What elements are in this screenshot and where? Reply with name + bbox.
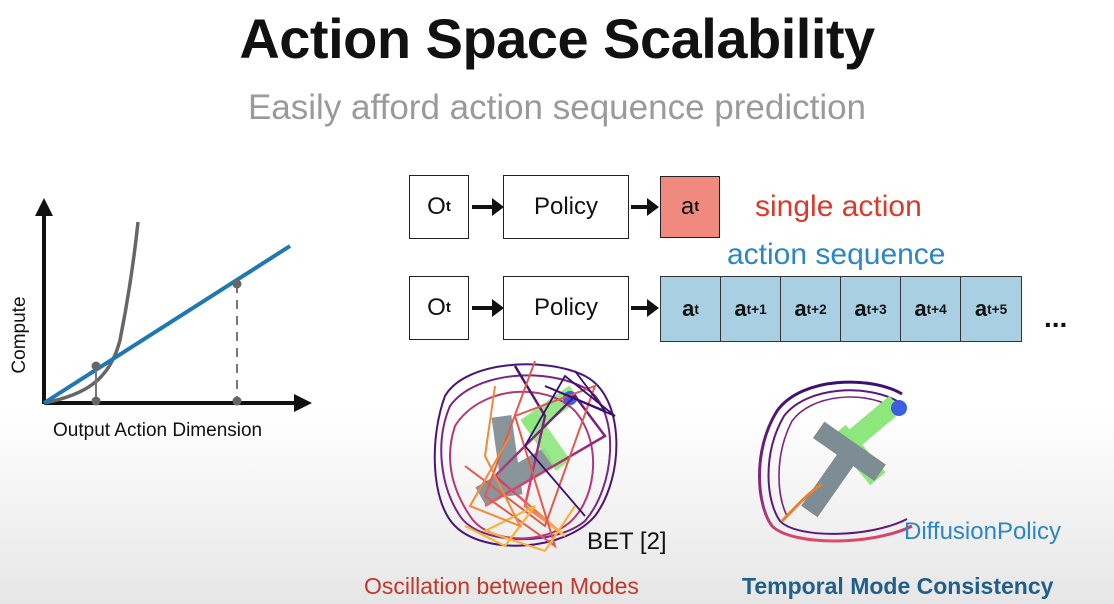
curve-marker — [91, 361, 101, 371]
bet-label: BET [2] — [587, 528, 667, 555]
bet-scribble-1 — [484, 365, 607, 537]
diffusion-caption: Temporal Mode Consistency — [742, 573, 1054, 599]
diffusion-gray-t-top — [812, 421, 886, 481]
bet-scribble-2 — [464, 360, 597, 549]
arrow-policy-to-sequence — [631, 299, 659, 317]
action-base: a — [680, 193, 695, 220]
seq-cell-sub: t+4 — [926, 301, 947, 317]
y-axis-arrowhead — [35, 198, 53, 216]
obs-sub: t — [445, 199, 451, 215]
chart-ylabel: Compute — [9, 296, 30, 374]
action-sequence-label: action sequence — [727, 238, 946, 271]
linear-line — [42, 244, 292, 405]
bet-loop-2 — [440, 374, 612, 541]
compute-chart — [35, 198, 312, 412]
action-sub: t — [694, 199, 700, 215]
seq-cell-sub: t+5 — [987, 301, 1008, 317]
diffusion-loop-2 — [767, 389, 908, 535]
chart-xlabel: Output Action Dimension — [53, 420, 263, 441]
diffusion-goal-dot — [891, 400, 907, 416]
bet-caption: Oscillation between Modes — [364, 573, 639, 599]
arrow-policy-to-action — [631, 198, 659, 216]
seq-cell-base: a — [734, 296, 747, 321]
x-marker-2 — [232, 396, 242, 406]
bet-green-t-stem — [521, 411, 571, 471]
seq-cell-sub: t+1 — [746, 301, 767, 317]
seq-cell-base: a — [794, 296, 807, 321]
line-marker — [232, 279, 242, 289]
obs-base: O — [427, 193, 446, 220]
seq-cell-sub: t+2 — [806, 301, 827, 317]
seq-cell-base: a — [914, 296, 927, 321]
bet-loop-1 — [433, 363, 618, 547]
exponential-curve — [43, 221, 140, 405]
seq-cell-base: a — [682, 296, 695, 321]
bet-scribble-5 — [468, 385, 523, 528]
diffusion-loop-3 — [778, 396, 891, 517]
obs-base: O — [427, 294, 446, 321]
diffusion-label: DiffusionPolicy — [904, 518, 1061, 545]
page-subtitle: Easily afford action sequence prediction — [247, 88, 867, 127]
bet-trajectory-plot — [433, 360, 618, 553]
obs-sub: t — [445, 300, 451, 316]
bet-scribble-4 — [464, 505, 576, 553]
diffusion-gray-t-stem — [801, 446, 859, 518]
single-action-label: single action — [755, 190, 922, 223]
arrow-obs-to-policy-1 — [472, 198, 504, 216]
seq-cell-base: a — [854, 296, 867, 321]
arrow-obs-to-policy-2 — [472, 299, 504, 317]
diffusion-loop-1 — [758, 380, 913, 543]
seq-cell-base: a — [974, 296, 988, 321]
sequence-ellipsis: ... — [1044, 302, 1068, 333]
bet-scribble-3 — [523, 370, 616, 517]
x-axis-arrowhead — [294, 394, 312, 412]
diffusion-trajectory-plot — [758, 380, 913, 543]
page-title: Action Space Scalability — [239, 7, 875, 70]
policy-box-sequence: Policy — [503, 276, 629, 340]
seq-cell-sub: t — [694, 301, 699, 317]
policy-box-single: Policy — [503, 175, 629, 239]
x-marker-1 — [91, 396, 101, 406]
diffusion-push-path — [780, 482, 823, 523]
seq-cell-sub: t+3 — [866, 301, 887, 317]
